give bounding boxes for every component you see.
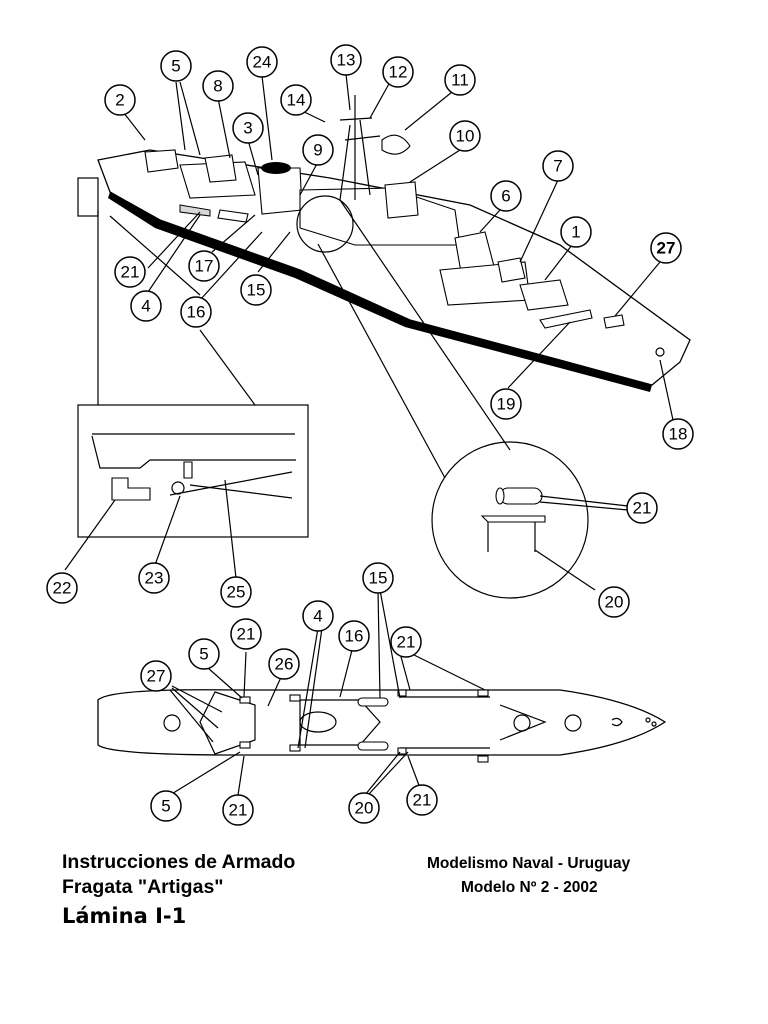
callout-number: 12 [389, 63, 408, 82]
callout-number: 6 [501, 187, 510, 206]
callout-side-view-15: 21 [114, 256, 146, 288]
callout-number: 4 [313, 607, 322, 626]
callout-side-view-20: 19 [490, 388, 522, 420]
callout-top-view-9: 21 [222, 794, 254, 826]
callout-number: 16 [345, 627, 364, 646]
callout-side-view-14: 27 [650, 232, 682, 264]
callout-detail-circle-1: 20 [598, 586, 630, 618]
callout-number: 21 [397, 633, 416, 652]
callout-top-view-1: 4 [302, 600, 334, 632]
callout-number: 15 [369, 569, 388, 588]
callout-number: 2 [115, 91, 124, 110]
callout-side-view-19: 15 [240, 274, 272, 306]
model-number: Modelo Nº 2 - 2002 [461, 879, 598, 896]
callout-number: 22 [53, 579, 72, 598]
detail-circle-davit [431, 441, 629, 599]
callout-top-view-6: 26 [268, 648, 300, 680]
callout-number: 5 [171, 57, 180, 76]
callout-number: 18 [669, 425, 688, 444]
callout-side-view-8: 14 [280, 84, 312, 116]
callout-number: 20 [355, 799, 374, 818]
callout-number: 24 [253, 53, 272, 72]
sheet-label: Lámina I-1 [62, 904, 187, 928]
callout-side-view-2: 24 [246, 46, 278, 78]
callout-number: 21 [633, 499, 652, 518]
callout-side-view-11: 7 [542, 150, 574, 182]
callout-number: 1 [571, 223, 580, 242]
title-line-2: Fragata "Artigas" [62, 876, 224, 898]
callout-number: 5 [199, 645, 208, 664]
callout-side-view-5: 11 [444, 64, 476, 96]
callout-top-view-10: 20 [348, 792, 380, 824]
callout-side-view-7: 3 [232, 112, 264, 144]
callout-number: 21 [229, 801, 248, 820]
callout-side-view-10: 10 [449, 120, 481, 152]
callout-number: 3 [243, 119, 252, 138]
callout-side-view-6: 2 [104, 84, 136, 116]
ship-top-view [97, 689, 667, 763]
callout-number: 23 [145, 569, 164, 588]
ship-side-view [77, 95, 691, 479]
callout-top-view-8: 5 [150, 790, 182, 822]
callout-number: 16 [187, 303, 206, 322]
callout-number: 14 [287, 91, 306, 110]
callout-number: 5 [161, 797, 170, 816]
callout-side-view-4: 12 [382, 56, 414, 88]
callout-number: 4 [141, 297, 150, 316]
callout-number: 27 [657, 239, 676, 258]
callout-side-view-0: 5 [160, 50, 192, 82]
callout-number: 20 [605, 593, 624, 612]
callout-number: 15 [247, 281, 266, 300]
callout-side-view-13: 1 [560, 216, 592, 248]
callout-side-view-17: 4 [130, 290, 162, 322]
detail-box-stern [77, 404, 309, 538]
callout-detail-circle-0: 21 [626, 492, 658, 524]
callout-side-view-21: 18 [662, 418, 694, 450]
callout-number: 7 [553, 157, 562, 176]
callout-number: 8 [213, 77, 222, 96]
callout-side-view-9: 9 [302, 134, 334, 166]
callout-top-view-3: 21 [230, 618, 262, 650]
callout-detail-left-0: 22 [46, 572, 78, 604]
callout-top-view-7: 27 [140, 660, 172, 692]
callout-side-view-12: 6 [490, 180, 522, 212]
callout-detail-left-2: 25 [220, 576, 252, 608]
callout-side-view-16: 17 [188, 250, 220, 282]
callout-number: 19 [497, 395, 516, 414]
callout-number: 21 [237, 625, 256, 644]
callout-side-view-18: 16 [180, 296, 212, 328]
title-line-1: Instrucciones de Armado [62, 851, 296, 873]
callout-detail-left-1: 23 [138, 562, 170, 594]
callout-number: 27 [147, 667, 166, 686]
callout-top-view-0: 15 [362, 562, 394, 594]
callout-number: 21 [413, 791, 432, 810]
callout-number: 21 [121, 263, 140, 282]
callout-number: 13 [337, 51, 356, 70]
callout-top-view-4: 21 [390, 626, 422, 658]
callout-number: 26 [275, 655, 294, 674]
callout-top-view-5: 5 [188, 638, 220, 670]
publisher: Modelismo Naval - Uruguay [427, 855, 631, 872]
callout-number: 9 [313, 141, 322, 160]
callout-side-view-1: 8 [202, 70, 234, 102]
callout-top-view-2: 16 [338, 620, 370, 652]
callout-number: 11 [451, 71, 469, 90]
callout-number: 17 [195, 257, 214, 276]
callout-side-view-3: 13 [330, 44, 362, 76]
callout-top-view-11: 21 [406, 784, 438, 816]
callout-number: 10 [456, 127, 475, 146]
callout-number: 25 [227, 583, 246, 602]
leader-lines [64, 73, 674, 796]
